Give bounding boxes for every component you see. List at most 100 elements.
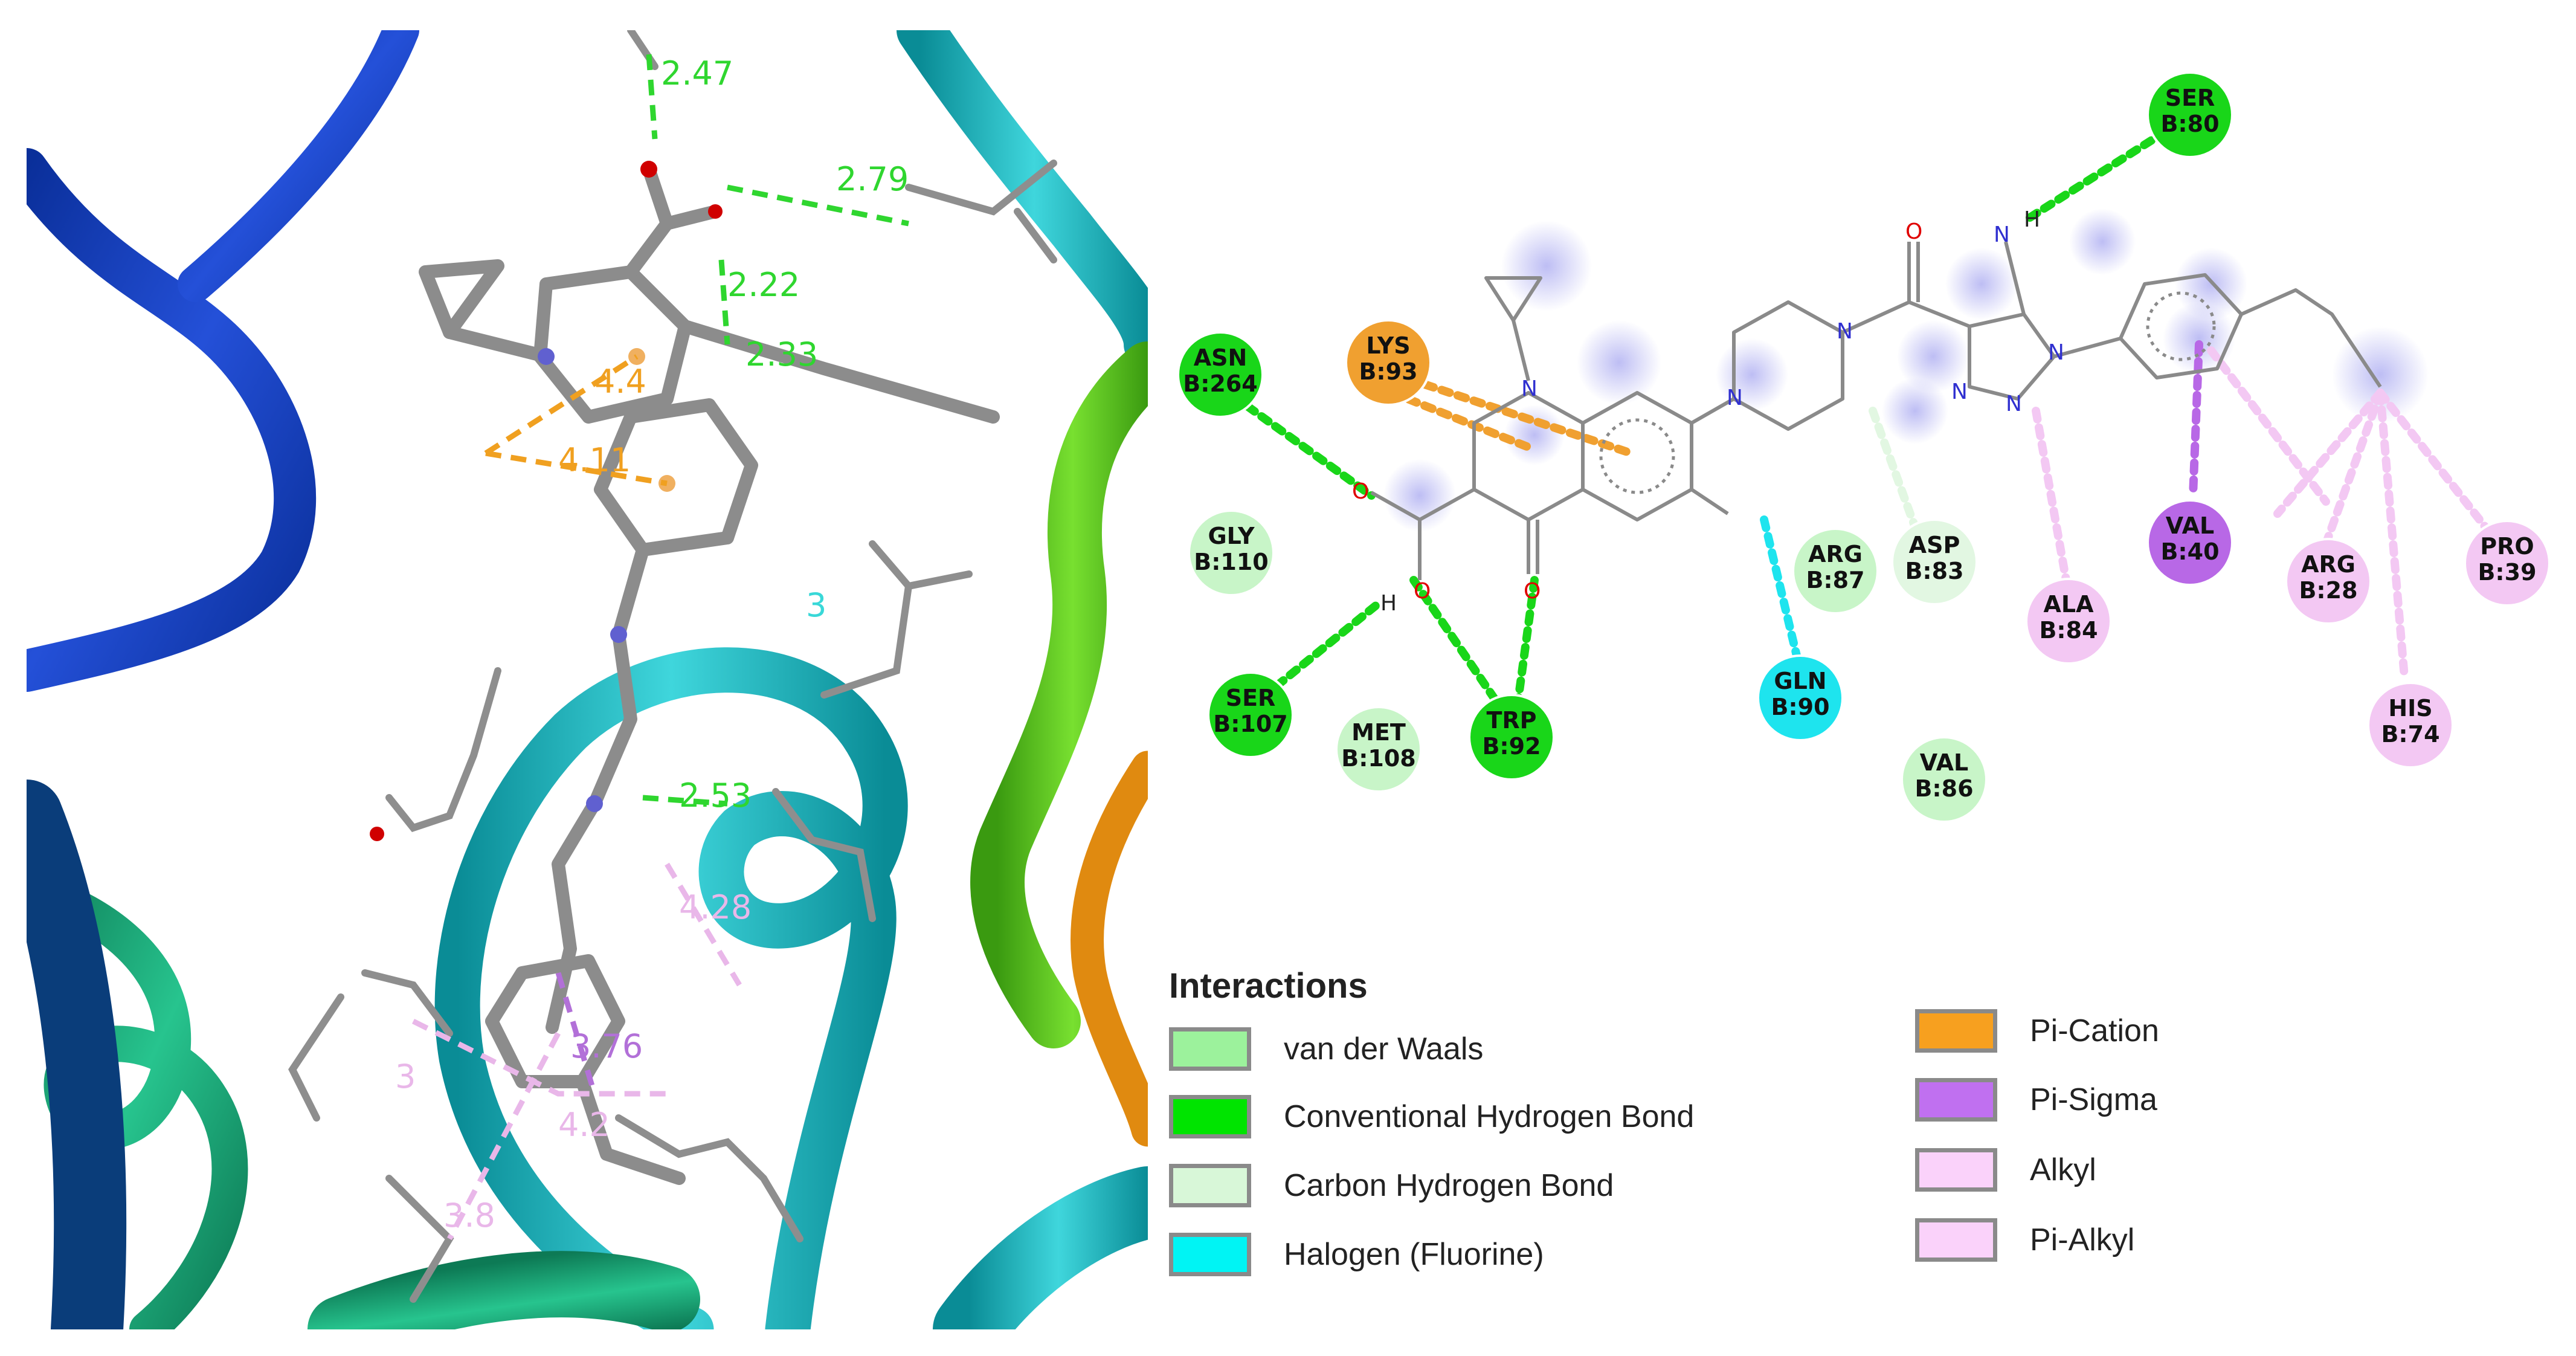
- navy-sheet-left: [27, 780, 127, 1329]
- cyclopropyl-ring: [1484, 276, 1542, 322]
- svg-text:B:40: B:40: [2160, 538, 2219, 565]
- carboxyl-bond: [1370, 488, 1475, 580]
- pication-dash-2: [485, 450, 668, 486]
- hbond-line-trp92-a: [1409, 576, 1509, 717]
- legend-swatch: [1915, 1148, 1997, 1192]
- alkyl-line-ala84: [2032, 407, 2070, 584]
- interaction-lines: [1216, 114, 2493, 717]
- nitrogen-label: N: [1837, 319, 1853, 344]
- distance-label: 4.28: [679, 888, 752, 926]
- svg-text:SER: SER: [2165, 85, 2215, 111]
- svg-text:TRP: TRP: [1486, 707, 1536, 734]
- pisigma-dash-1: [555, 972, 597, 1095]
- svg-text:LYS: LYS: [1366, 332, 1410, 359]
- amide-bond: [1841, 242, 1971, 334]
- halogen-line-gln90: [1760, 515, 1805, 675]
- svg-text:B:87: B:87: [1806, 567, 1864, 593]
- nitrogen-label: N: [1994, 222, 2010, 247]
- legend-label: Conventional Hydrogen Bond: [1284, 1099, 1695, 1134]
- legend-label: Pi-Alkyl: [2030, 1222, 2135, 1258]
- oxygen-label: O: [1905, 219, 1922, 244]
- legend-swatch: [1915, 1078, 1997, 1122]
- oxygen-atom-2: [708, 204, 723, 219]
- hbond-dash-4: [642, 795, 728, 807]
- oxygen-atom-3: [370, 827, 384, 841]
- svg-text:B:90: B:90: [1771, 694, 1829, 720]
- blue-ribbon-top: [178, 30, 419, 302]
- svg-text:GLN: GLN: [1774, 668, 1826, 694]
- ligand-tail: [576, 1075, 686, 1185]
- oxygen-atom-1: [640, 161, 657, 178]
- distance-label: 4.11: [558, 441, 631, 479]
- svg-text:B:107: B:107: [1213, 711, 1287, 737]
- nitrogen-atom-1: [538, 348, 555, 365]
- docking-3d-view: 2.47 2.79 2.22 2.33 4.4 4.11 3 2.53 4.28…: [27, 30, 1148, 1329]
- svg-text:ALA: ALA: [2043, 591, 2094, 618]
- svg-text:B:28: B:28: [2299, 577, 2357, 604]
- legend-label: Alkyl: [2030, 1152, 2096, 1187]
- svg-text:B:74: B:74: [2381, 721, 2439, 747]
- piperazine-bond: [1690, 397, 1735, 425]
- interaction-dashes: [411, 54, 909, 1241]
- oxygen-label: O: [1524, 579, 1541, 604]
- solvent-halos: [1383, 208, 2429, 532]
- fluoro-bond: [1690, 488, 1729, 515]
- orange-strand: [1071, 751, 1148, 1147]
- alkyl-line-arg28: [2322, 389, 2384, 548]
- legend-title: Interactions: [1169, 966, 1368, 1006]
- svg-text:HIS: HIS: [2388, 695, 2432, 722]
- alkyl-line-his74: [2376, 389, 2409, 681]
- interactions-legend-right: Pi-Cation Pi-Sigma Alkyl Pi-Alkyl: [1915, 955, 2459, 1293]
- svg-text:B:84: B:84: [2039, 617, 2098, 644]
- legend-swatch: [1169, 1095, 1251, 1138]
- triazole-ring: [1968, 312, 2056, 401]
- svg-text:B:110: B:110: [1194, 549, 1268, 575]
- distance-label: 3: [806, 586, 826, 624]
- nitrogen-label: N: [2048, 340, 2064, 365]
- interactions-legend: Interactions van der Waals Conventional …: [1169, 955, 1834, 1293]
- alkyl-line-pro39: [2376, 389, 2493, 536]
- svg-text:VAL: VAL: [2166, 512, 2214, 539]
- alkyl-dash-3: [447, 1032, 561, 1241]
- legend-swatch: [1169, 1027, 1251, 1071]
- legend-swatch: [1915, 1218, 1997, 1262]
- nitrogen-label: N: [2006, 392, 2022, 416]
- hbond-dash-3: [718, 259, 730, 345]
- svg-text:ASP: ASP: [1909, 532, 1960, 558]
- svg-text:ARG: ARG: [2301, 551, 2355, 578]
- pisigma-line-val40: [2189, 340, 2203, 500]
- hbond-line-trp92-b: [1512, 576, 1539, 717]
- amino-bond: [2004, 241, 2026, 315]
- distance-label: 3.8: [443, 1196, 495, 1235]
- distance-label: 3.76: [570, 1027, 643, 1065]
- nitrogen-atom-2: [610, 626, 627, 643]
- distance-label: 2.53: [679, 776, 752, 815]
- atom-labels: N O O O H N N O N H N N N: [1352, 207, 2064, 616]
- teal-sheet-bottom-right: [933, 1166, 1148, 1329]
- green-sheet: [970, 341, 1148, 1048]
- nitrogen-label: N: [1521, 376, 1538, 401]
- svg-text:B:264: B:264: [1183, 370, 1257, 397]
- teal-ribbon-top: [897, 30, 1148, 369]
- ethyl-tail: [2240, 288, 2382, 388]
- protein-ribbons: [27, 30, 1148, 1329]
- residue-stick-3: [385, 667, 501, 833]
- nitrogen-label: N: [1727, 386, 1743, 410]
- distance-label: 4.2: [558, 1106, 610, 1144]
- residue-stick-6: [615, 1114, 803, 1242]
- svg-text:GLY: GLY: [1208, 523, 1254, 549]
- distance-label: 2.47: [661, 54, 733, 92]
- svg-text:B:108: B:108: [1341, 745, 1415, 772]
- carbonyl-4: [1527, 520, 1539, 574]
